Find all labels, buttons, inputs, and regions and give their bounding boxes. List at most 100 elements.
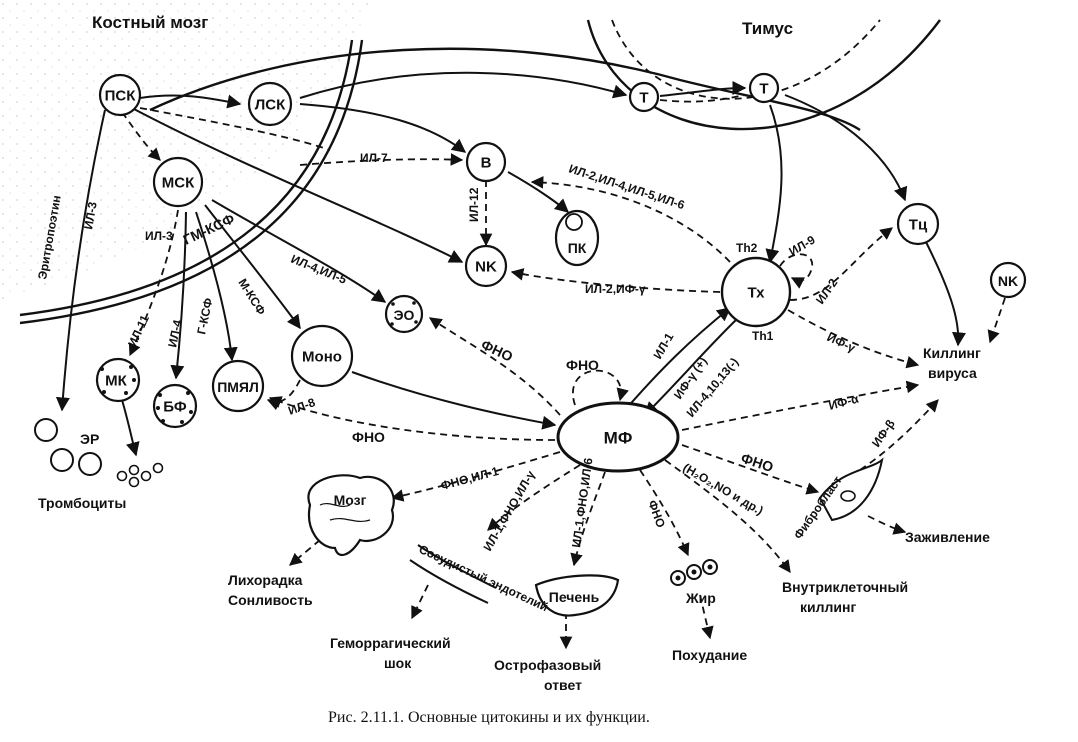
label-intracellular-1: Внутриклеточный bbox=[782, 579, 908, 595]
arrow-mono-pmyal bbox=[266, 379, 301, 411]
arrow-psk-msk bbox=[121, 111, 161, 161]
arrow-mf-fat bbox=[639, 469, 690, 557]
label-il4: ИЛ-4 bbox=[165, 318, 185, 348]
label-fever-2: Сонливость bbox=[228, 592, 313, 608]
arrow-brain-fever bbox=[289, 539, 321, 566]
arrow-msk-mono bbox=[204, 204, 301, 330]
label-fever-1: Лихорадка bbox=[228, 572, 303, 588]
liver-label: Печень bbox=[549, 589, 600, 605]
label-killing-1: Киллинг bbox=[923, 345, 981, 361]
cell-psk: ПСК bbox=[98, 73, 142, 117]
arrow-th-nk bbox=[510, 268, 721, 293]
cell-mf-label: МФ bbox=[604, 429, 633, 448]
arrow-fib-killing bbox=[859, 399, 939, 471]
cell-mk-label: МК bbox=[105, 373, 127, 390]
label-fno-il1: ФНО,ИЛ-1 bbox=[439, 464, 500, 493]
label-il1: ИЛ-1 bbox=[650, 330, 676, 361]
cell-t1: Т bbox=[628, 81, 660, 113]
label-il11: ИЛ-11 bbox=[125, 312, 152, 349]
arrow-msk-eo bbox=[211, 199, 387, 303]
label-fat: Жир bbox=[685, 590, 716, 606]
label-fno-eo: ФНО bbox=[479, 336, 516, 364]
liver-icon: Печень bbox=[534, 574, 620, 617]
label-il12: ИЛ-12 bbox=[467, 187, 481, 222]
bone-marrow-boundary-inner bbox=[19, 39, 364, 325]
arrow-msk-pmyal bbox=[195, 211, 238, 362]
label-vessel: Сосудистый эндотелий bbox=[417, 542, 551, 614]
arrow-t-tc bbox=[784, 94, 908, 202]
arrow-th-loop bbox=[779, 253, 813, 289]
cell-tc: Тц bbox=[896, 202, 940, 246]
cell-nk-right-label: NK bbox=[998, 273, 1018, 289]
bone-marrow-area bbox=[0, 0, 370, 300]
platelets bbox=[116, 462, 164, 488]
label-fno-fat: ФНО bbox=[645, 498, 668, 529]
arrow-mf-liver bbox=[570, 471, 606, 567]
cell-bf: БФ bbox=[152, 383, 198, 429]
cell-tc-label: Тц bbox=[909, 217, 928, 234]
arrow-mk-platelets bbox=[121, 399, 140, 457]
arrow-mf-vessel bbox=[487, 464, 581, 531]
arrow-th-killing bbox=[787, 309, 920, 369]
label-il7: ИЛ-7 bbox=[360, 151, 388, 165]
label-fno-loop: ФНО bbox=[566, 357, 599, 373]
cell-mono-label: Моно bbox=[302, 349, 342, 366]
arrow-mono-mf bbox=[351, 371, 557, 430]
cell-t1-label: Т bbox=[639, 90, 648, 107]
arrow-mf-brain bbox=[390, 451, 561, 502]
arrow-mf-loop bbox=[572, 369, 629, 406]
label-th1: Th1 bbox=[752, 329, 774, 343]
arrow-psk-nk bbox=[131, 107, 464, 263]
fat-cells bbox=[670, 559, 718, 586]
label-healing: Заживление bbox=[905, 529, 990, 545]
cell-eo-label: ЭО bbox=[394, 307, 415, 323]
arrow-psk-lsk bbox=[139, 94, 242, 109]
cell-psk-label: ПСК bbox=[105, 88, 137, 105]
fibroblast-icon bbox=[818, 457, 884, 522]
label-m-csf: М-КСФ bbox=[235, 276, 268, 317]
arrow-t-t-dashed bbox=[659, 94, 746, 103]
thymus-boundary-solid bbox=[586, 19, 941, 131]
cell-pk: ПК bbox=[554, 209, 600, 267]
vessel-icon bbox=[409, 544, 497, 604]
label-il2-ifg: ИЛ-2,ИФ-γ bbox=[585, 282, 646, 296]
label-il8: ИЛ-8 bbox=[286, 395, 317, 418]
arrow-psk-dashed bbox=[139, 107, 331, 151]
cell-eo: ЭО bbox=[384, 294, 424, 334]
er-label: ЭР bbox=[80, 431, 99, 447]
arrow-nk-killing bbox=[987, 297, 1006, 344]
arrow-t-th bbox=[765, 104, 783, 264]
cell-pk-label: ПК bbox=[568, 240, 587, 256]
label-acute-2: ответ bbox=[544, 677, 582, 693]
label-shock-2: шок bbox=[384, 655, 412, 671]
arrow-msk-bf bbox=[170, 211, 187, 380]
arrow-mf-th bbox=[624, 307, 732, 411]
cell-t2-label: Т bbox=[759, 81, 768, 98]
cell-bf-label: БФ bbox=[163, 399, 187, 416]
arrow-psk-er bbox=[55, 109, 106, 412]
arrow-mf-pmyal bbox=[268, 396, 556, 441]
cell-th: Тх bbox=[720, 256, 792, 328]
erythrocytes: ЭР bbox=[34, 418, 102, 476]
label-acute-1: Острофазовый bbox=[494, 657, 601, 673]
figure-caption: Рис. 2.11.1. Основные цитокины и их функ… bbox=[328, 709, 650, 726]
label-ifa: ИФ-α bbox=[827, 391, 860, 413]
cell-mf: МФ bbox=[556, 401, 680, 473]
label-il1-fno-il6: ИЛ-1,ФНО,ИЛ-6 bbox=[569, 457, 595, 549]
arrow-th-mf bbox=[644, 317, 739, 416]
arrow-lsk-t bbox=[299, 71, 628, 99]
thymus-title: Тимус bbox=[742, 19, 793, 38]
arrow-b-pk bbox=[507, 171, 570, 213]
thymus-arc bbox=[149, 47, 861, 131]
arrow-t-t bbox=[659, 81, 747, 97]
label-il3-a: ИЛ-3 bbox=[81, 200, 100, 230]
cell-mono: Моно bbox=[290, 324, 354, 388]
label-il3-b: ИЛ-3 bbox=[145, 229, 173, 243]
arrow-mf-killing bbox=[681, 380, 920, 431]
cell-lsk: ЛСК bbox=[247, 81, 293, 127]
arrow-lsk-b bbox=[299, 103, 467, 153]
label-intracellular-2: киллинг bbox=[800, 599, 856, 615]
brain-label: Мозг bbox=[334, 492, 367, 508]
cell-t2: Т bbox=[748, 72, 780, 104]
cell-msk-label: МСК bbox=[162, 175, 195, 192]
